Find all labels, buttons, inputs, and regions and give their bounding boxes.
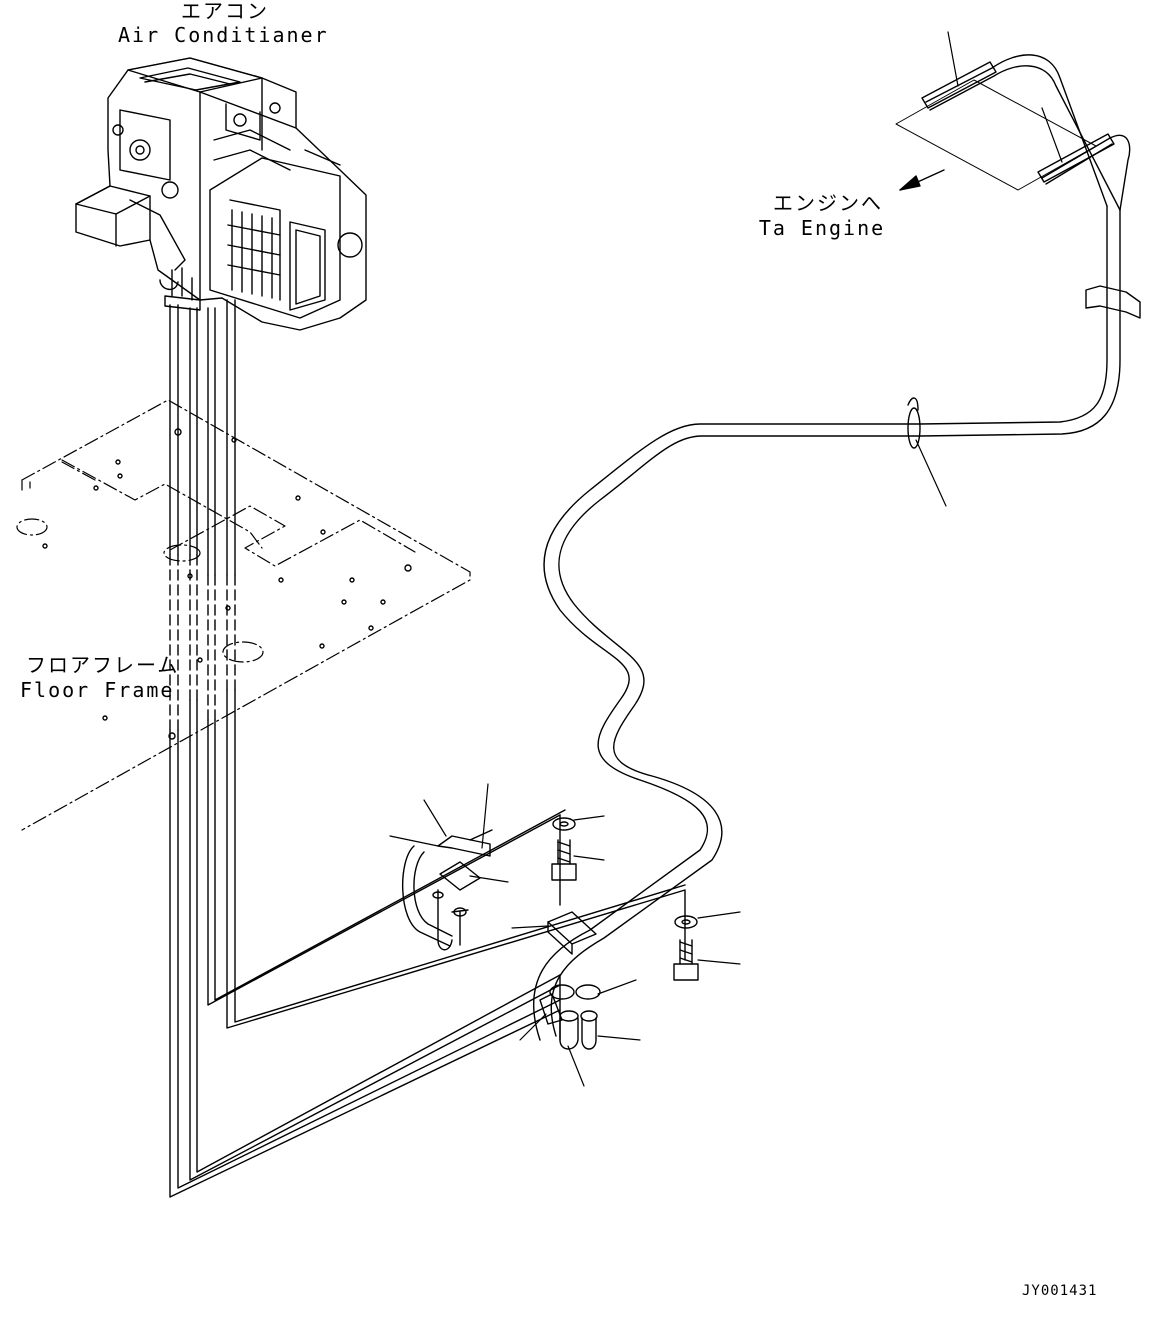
washer-bolt-1 (551, 817, 577, 881)
floor-frame-label-en: Floor Frame (20, 678, 175, 702)
floor-frame (16, 399, 471, 831)
air-conditioner-label-en: Air Conditianer (118, 23, 329, 47)
engine-tubes (895, 54, 1131, 211)
floor-frame-holes (42, 428, 412, 740)
main-hose (532, 205, 1141, 1041)
connection-lines (169, 299, 236, 576)
lower-fittings (539, 984, 601, 1050)
drawing-number: JY001431 (1022, 1283, 1098, 1299)
air-conditioner-label-jp: エアコン (181, 0, 269, 23)
connection-leaders (169, 689, 686, 1198)
to-engine-label-jp: エンジンへ (773, 191, 883, 215)
to-engine-label-en: Ta Engine (758, 216, 886, 240)
leader-lines (389, 31, 1063, 1087)
lower-left-fittings (401, 829, 493, 951)
connection-lines-hidden (169, 554, 236, 731)
floor-frame-label-jp: フロアフレーム (26, 653, 180, 677)
washer-bolt-2 (673, 915, 699, 981)
air-conditioner-unit (75, 57, 367, 331)
